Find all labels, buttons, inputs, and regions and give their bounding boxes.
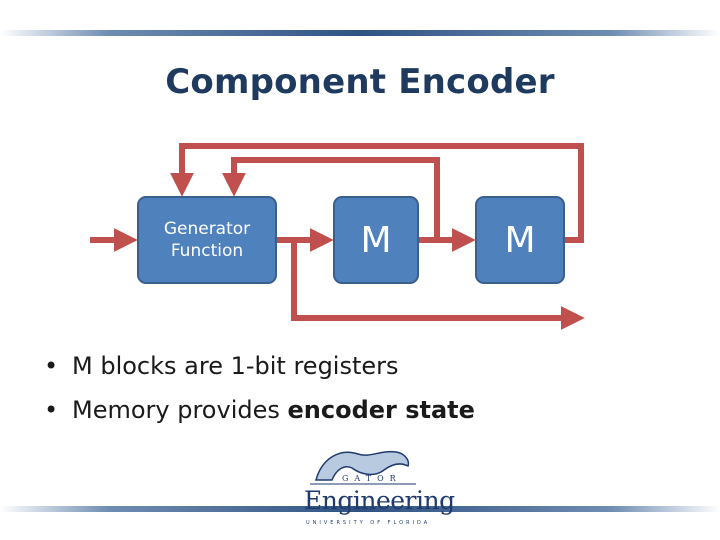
bullet-bold-text: encoder state — [287, 396, 475, 424]
inner-feedback-arrow — [222, 157, 440, 240]
bullet-text: Memory provides — [72, 396, 288, 424]
generator-label-line2: Function — [170, 241, 244, 261]
bullet-dot-icon: • — [44, 396, 59, 424]
bullet-dot-icon: • — [44, 352, 59, 380]
bullet-list: • M blocks are 1-bit registers • Memory pr… — [44, 346, 475, 434]
output-arrow — [291, 240, 585, 330]
bullet-item: • M blocks are 1-bit registers — [44, 346, 475, 390]
logo-gator-text: GATOR — [342, 474, 402, 483]
top-decorative-band — [0, 30, 720, 36]
memory-block-1: M — [333, 196, 419, 284]
bullet-item: • Memory provides encoder state — [44, 390, 475, 434]
generator-label-line1: Generator — [163, 219, 251, 239]
generator-function-block: Generator Function — [137, 196, 277, 284]
gator-logo-icon — [310, 450, 416, 485]
outer-feedback-arrow — [170, 143, 584, 243]
bottom-decorative-band — [0, 506, 720, 512]
logo-wordmark: Engineering — [304, 486, 455, 515]
slide-title: Component Encoder — [165, 62, 555, 102]
memory-block-2: M — [475, 196, 565, 284]
logo-university-text: UNIVERSITY OF FLORIDA — [306, 520, 431, 526]
bullet-text: M blocks are 1-bit registers — [72, 352, 399, 380]
gator-engineering-logo: GATOR Engineering UNIVERSITY OF FLORIDA — [296, 440, 455, 530]
